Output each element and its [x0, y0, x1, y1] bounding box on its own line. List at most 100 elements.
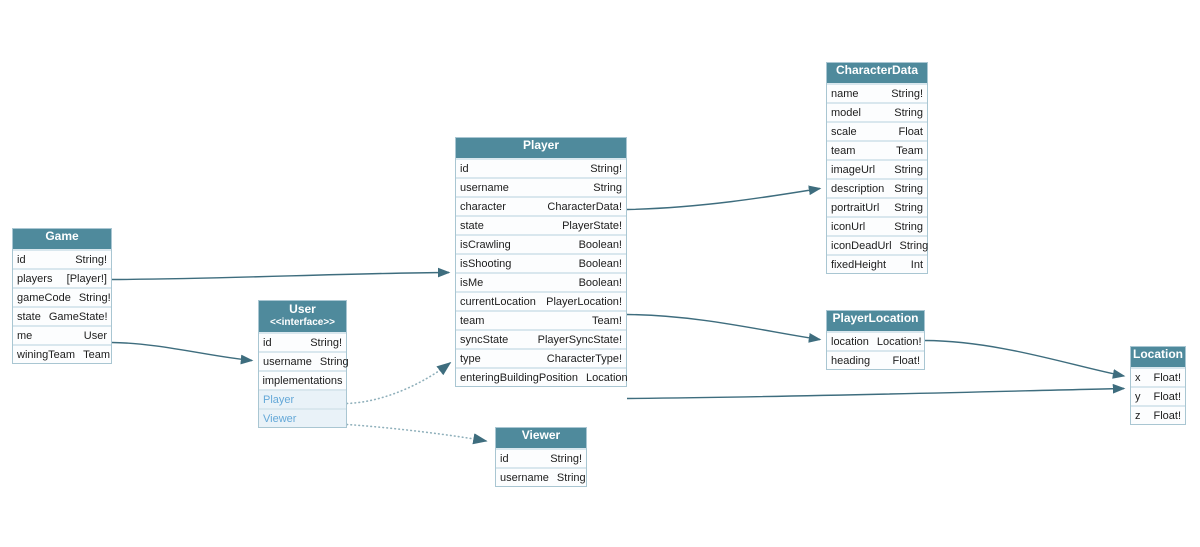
field-name: model — [831, 106, 861, 119]
edge-playerlocation-location-to-location — [924, 339, 1126, 379]
type-link[interactable]: Player — [69, 272, 101, 285]
field-name: players — [17, 272, 53, 285]
type-text: String — [894, 201, 923, 214]
impl-label: Viewer — [263, 412, 297, 425]
field-type: Float! — [1153, 410, 1181, 422]
table-user-header[interactable]: User<<interface>> — [259, 301, 346, 332]
table-game-header[interactable]: Game — [13, 229, 111, 249]
field-type: String — [557, 472, 586, 484]
field-name: name — [831, 87, 859, 100]
field-name: state — [460, 219, 484, 232]
table-location-row-z[interactable]: z Float! — [1131, 405, 1185, 424]
field-type: Float! — [892, 355, 920, 367]
field-name: team — [831, 144, 856, 157]
edge-player-enteringbuildingposition-to-location — [626, 383, 1126, 400]
field-type: Boolean! — [579, 258, 622, 270]
table-viewer-header[interactable]: Viewer — [496, 428, 586, 448]
table-user-row-implementations[interactable]: implementations — [259, 370, 346, 389]
type-link[interactable]: Location — [586, 371, 628, 384]
table-game-row-players[interactable]: players[Player!] — [13, 268, 111, 287]
type-text: String — [556, 471, 586, 484]
field-type: PlayerState! — [562, 220, 622, 232]
type-link[interactable]: CharacterData — [547, 200, 619, 213]
field-name: description — [831, 182, 885, 195]
type-text: Float — [898, 125, 923, 138]
field-name: imageUrl — [831, 163, 876, 176]
type-text: ! — [618, 200, 622, 213]
table-playerlocation-header[interactable]: PlayerLocation — [827, 311, 924, 331]
type-text: Float! — [892, 354, 920, 367]
type-text: Team — [896, 144, 923, 157]
edge-player-currentlocation-to-playerlocation — [626, 313, 822, 343]
table-characterdata-row-team[interactable]: team Team — [827, 140, 927, 159]
edge-game-me-to-user — [111, 341, 254, 365]
type-text: String! — [75, 253, 107, 266]
field-name: winingTeam — [17, 348, 76, 361]
table-location-header[interactable]: Location — [1131, 347, 1185, 367]
table-player-header[interactable]: Player — [456, 138, 626, 158]
field-type: String — [894, 164, 923, 176]
type-text: CharacterType! — [546, 352, 622, 365]
type-text: String — [894, 163, 923, 176]
edge-player-character-to-characterdata — [626, 185, 822, 211]
type-link[interactable]: PlayerLocation — [546, 295, 619, 308]
field-name: syncState — [460, 333, 509, 346]
table-title: Location — [1133, 347, 1183, 361]
edge-game-players-to-player — [111, 267, 451, 281]
edge-user-player-to-player — [346, 362, 452, 405]
type-text: String! — [891, 87, 923, 100]
field-name: iconUrl — [831, 220, 866, 233]
table-characterdata-row-imageurl[interactable]: imageUrl String — [827, 159, 927, 178]
field-type: String — [593, 182, 622, 194]
table-player-row-state[interactable]: state PlayerState! — [456, 215, 626, 234]
type-link[interactable]: Location — [876, 335, 919, 348]
table-title: Viewer — [521, 428, 561, 442]
field-name: y — [1135, 390, 1141, 403]
field-type: String! — [310, 337, 342, 349]
table-characterdata-row-name[interactable]: name String! — [827, 83, 927, 102]
type-text: String! — [78, 291, 111, 304]
field-name: z — [1135, 409, 1141, 422]
type-text: String — [894, 220, 923, 233]
type-text: Team! — [592, 314, 622, 327]
field-type: Boolean! — [579, 277, 622, 289]
table-user-row-player[interactable]: Player — [259, 389, 346, 408]
field-name: fixedHeight — [831, 258, 887, 271]
table-characterdata-row-iconurl[interactable]: iconUrl String — [827, 216, 927, 235]
table-user-row-viewer[interactable]: Viewer — [259, 408, 346, 427]
type-link[interactable]: User — [83, 329, 107, 342]
table-characterdata-header[interactable]: CharacterData — [827, 63, 927, 83]
